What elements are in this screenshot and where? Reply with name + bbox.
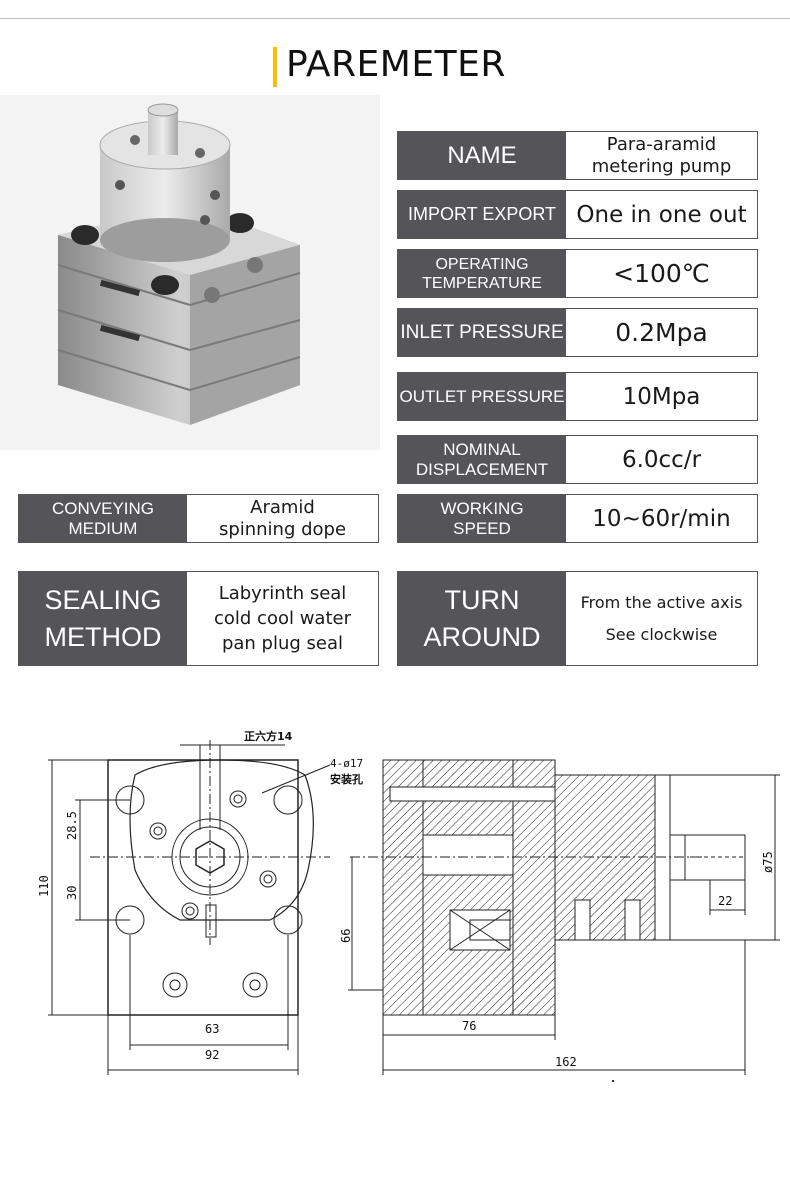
spec-value: <100℃ bbox=[613, 259, 710, 288]
hex-note: 正六方14 bbox=[244, 729, 293, 743]
spec-label: OPERATING TEMPERATURE bbox=[398, 250, 566, 297]
metering-pump-illustration bbox=[57, 103, 301, 425]
spec-value: 10Mpa bbox=[622, 383, 701, 410]
spec-value: 6.0cc/r bbox=[621, 446, 702, 473]
spec-row-turn-around: TURN AROUND From the active axis See clo… bbox=[397, 571, 758, 666]
spec-label: TURN AROUND bbox=[398, 572, 566, 665]
front-view: 正六方14 4-ø17 安装孔 28.5 30 110 63 92 bbox=[37, 729, 363, 1075]
spec-value: Para-aramid metering pump bbox=[591, 133, 732, 177]
dim-66: 66 bbox=[339, 929, 353, 943]
dim-110: 110 bbox=[37, 875, 51, 897]
top-divider bbox=[0, 18, 790, 19]
dim-162: 162 bbox=[555, 1055, 577, 1069]
title-accent-bar bbox=[273, 47, 277, 87]
spec-row-sealing-method: SEALING METHOD Labyrinth seal cold cool … bbox=[18, 571, 379, 666]
spec-label: OUTLET PRESSURE bbox=[398, 373, 566, 420]
spec-label: CONVEYING MEDIUM bbox=[19, 495, 187, 542]
dim-30: 30 bbox=[65, 886, 79, 900]
spec-row-import-export: IMPORT EXPORT One in one out bbox=[397, 190, 758, 239]
spec-label: IMPORT EXPORT bbox=[398, 191, 566, 238]
spec-row-conveying-medium: CONVEYING MEDIUM Aramid spinning dope bbox=[18, 494, 379, 543]
spec-row-working-speed: WORKING SPEED 10~60r/min bbox=[397, 494, 758, 543]
spec-value: Labyrinth seal cold cool water pan plug … bbox=[214, 583, 351, 654]
side-section-view: 66 76 162 22 ø75 bbox=[339, 759, 780, 1075]
stray-dot bbox=[612, 1080, 614, 1082]
spec-label: SEALING METHOD bbox=[19, 572, 187, 665]
spec-label: INLET PRESSURE bbox=[398, 309, 566, 356]
spec-row-nominal-displacement: NOMINAL DISPLACEMENT 6.0cc/r bbox=[397, 435, 758, 484]
spec-value: 10~60r/min bbox=[592, 505, 731, 532]
spec-row-outlet-pressure: OUTLET PRESSURE 10Mpa bbox=[397, 372, 758, 421]
hole-note-1: 4-ø17 bbox=[330, 757, 363, 770]
dim-28-5: 28.5 bbox=[65, 811, 79, 840]
product-photo bbox=[0, 95, 380, 450]
hole-note-2: 安装孔 bbox=[330, 772, 363, 786]
spec-value: 0.2Mpa bbox=[615, 318, 708, 347]
dim-76: 76 bbox=[462, 1019, 476, 1033]
spec-label: NOMINAL DISPLACEMENT bbox=[398, 436, 566, 483]
dim-22: 22 bbox=[718, 894, 732, 908]
spec-label: WORKING SPEED bbox=[398, 495, 566, 542]
spec-label: NAME bbox=[398, 132, 566, 179]
spec-value: One in one out bbox=[576, 201, 747, 228]
technical-drawing: 正六方14 4-ø17 安装孔 28.5 30 110 63 92 bbox=[37, 729, 780, 1075]
spec-value: From the active axis See clockwise bbox=[580, 592, 743, 644]
spec-row-operating-temperature: OPERATING TEMPERATURE <100℃ bbox=[397, 249, 758, 298]
dim-63: 63 bbox=[205, 1022, 219, 1036]
dim-75: ø75 bbox=[761, 851, 775, 873]
spec-row-inlet-pressure: INLET PRESSURE 0.2Mpa bbox=[397, 308, 758, 357]
spec-value: Aramid spinning dope bbox=[218, 496, 347, 540]
page-title: PAREMETER bbox=[286, 44, 506, 85]
spec-row-name: NAME Para-aramid metering pump bbox=[397, 131, 758, 180]
dim-92: 92 bbox=[205, 1048, 219, 1062]
